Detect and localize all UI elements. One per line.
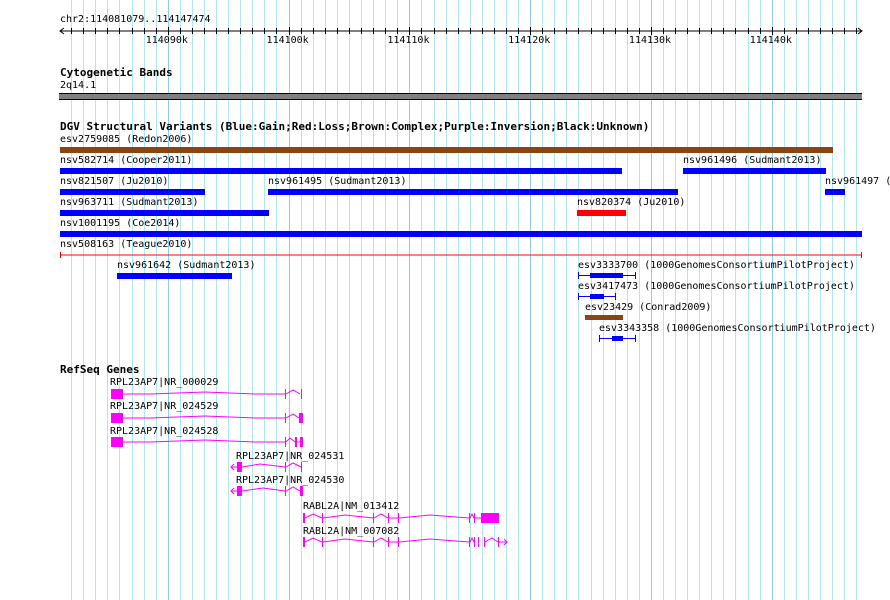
variant-bar-nsv961642[interactable] [117, 273, 232, 279]
gene-label: RPL23AP7|NR_024531 [236, 451, 345, 462]
feature-label: nsv961496 (Sudmant2013) [683, 155, 822, 166]
gene-model-NM_007082[interactable] [303, 536, 508, 547]
variant-line-nsv508163[interactable] [60, 252, 862, 258]
gene-model-NR_000029[interactable] [111, 389, 302, 399]
feature-label: nsv963711 (Sudmant2013) [60, 197, 199, 208]
feature-label: nsv821507 (Ju2010) [60, 176, 169, 187]
feature-label: nsv1001195 (Coe2014) [60, 218, 181, 229]
gene-label: RABL2A|NM_013412 [303, 501, 400, 512]
ruler-tick-label: 114100k [266, 35, 309, 46]
variant-bar-esv3417473[interactable] [578, 293, 616, 300]
variant-bar-nsv821507[interactable] [60, 189, 205, 195]
ruler-tick-label: 114140k [749, 35, 792, 46]
gene-model-NR_024530[interactable] [230, 486, 303, 496]
gene-model-NR_024528[interactable] [111, 437, 303, 447]
ruler-tick-label: 114090k [145, 35, 188, 46]
feature-label: nsv961642 (Sudmant2013) [117, 260, 256, 271]
variant-bar-esv23429[interactable] [585, 315, 623, 320]
feature-label: esv2759085 (Redon2006) [60, 134, 193, 145]
feature-label: nsv508163 (Teague2010) [60, 239, 193, 250]
track-title-cytogenetic-bands: Cytogenetic Bands [60, 66, 173, 79]
gene-model-NM_013412[interactable] [303, 512, 499, 523]
variant-bar-nsv961495[interactable] [268, 189, 678, 195]
variant-bar-nsv963711[interactable] [60, 210, 269, 216]
feature-label: esv3343358 (1000GenomesConsortiumPilotPr… [599, 323, 876, 334]
variant-bar-esv3343358[interactable] [599, 335, 636, 342]
track-title-refseq-genes: RefSeq Genes [60, 363, 140, 376]
cytoband-label: 2q14.1 [60, 80, 97, 91]
variant-bar-nsv961497[interactable] [825, 189, 845, 195]
variant-bar-nsv582714[interactable] [60, 168, 622, 174]
gene-label: RPL23AP7|NR_024529 [110, 401, 219, 412]
feature-label: esv3417473 (1000GenomesConsortiumPilotPr… [578, 281, 855, 292]
ruler-axis[interactable] [59, 27, 863, 35]
track-title-dgv: DGV Structural Variants (Blue:Gain;Red:L… [60, 120, 650, 133]
feature-label: nsv582714 (Cooper2011) [60, 155, 193, 166]
feature-label: esv3333700 (1000GenomesConsortiumPilotPr… [578, 260, 855, 271]
gene-model-NR_024531[interactable] [230, 462, 302, 472]
feature-label: nsv961497 ( [825, 176, 890, 187]
gene-model-NR_024529[interactable] [111, 413, 303, 423]
ruler-tick-label: 114130k [628, 35, 672, 46]
variant-bar-esv2759085[interactable] [60, 147, 833, 153]
feature-label: nsv820374 (Ju2010) [577, 197, 686, 208]
gene-label: RPL23AP7|NR_024528 [110, 426, 219, 437]
gene-label: RPL23AP7|NR_024530 [236, 475, 345, 486]
ruler-range-label: chr2:114081079..114147474 [60, 14, 211, 25]
variant-bar-nsv1001195[interactable] [60, 231, 862, 237]
variant-bar-nsv820374[interactable] [577, 210, 626, 216]
gene-label: RABL2A|NM_007082 [303, 526, 400, 537]
cytoband-bar[interactable] [59, 93, 862, 100]
feature-label: nsv961495 (Sudmant2013) [268, 176, 407, 187]
feature-label: esv23429 (Conrad2009) [585, 302, 712, 313]
ruler-tick-label: 114120k [508, 35, 551, 46]
gene-label: RPL23AP7|NR_000029 [110, 377, 219, 388]
ruler-tick-label: 114110k [387, 35, 430, 46]
variant-bar-nsv961496[interactable] [683, 168, 826, 174]
variant-bar-esv3333700[interactable] [578, 272, 636, 279]
